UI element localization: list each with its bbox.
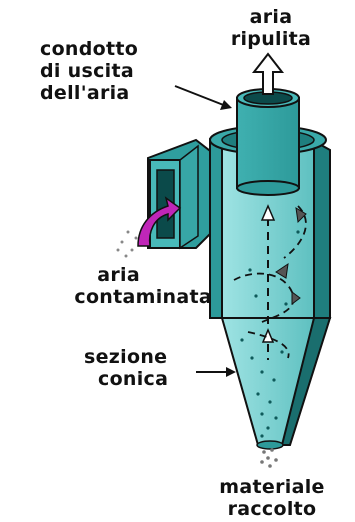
collected-material-label: materiale raccolto (194, 476, 350, 520)
inlet-duct (148, 140, 214, 248)
conical-section-leader (196, 367, 236, 377)
contaminated-air-label: aria contaminata (40, 264, 212, 308)
conical-section-label: sezione conica (84, 346, 168, 390)
outlet-duct-leader (175, 86, 232, 110)
outlet-duct-label: condotto di uscita dell'aria (40, 38, 138, 104)
clean-air-arrow (254, 54, 282, 94)
outlet-tube (237, 89, 299, 195)
collected-material-particles (260, 448, 278, 468)
clean-air-label: aria ripulita (206, 6, 336, 50)
